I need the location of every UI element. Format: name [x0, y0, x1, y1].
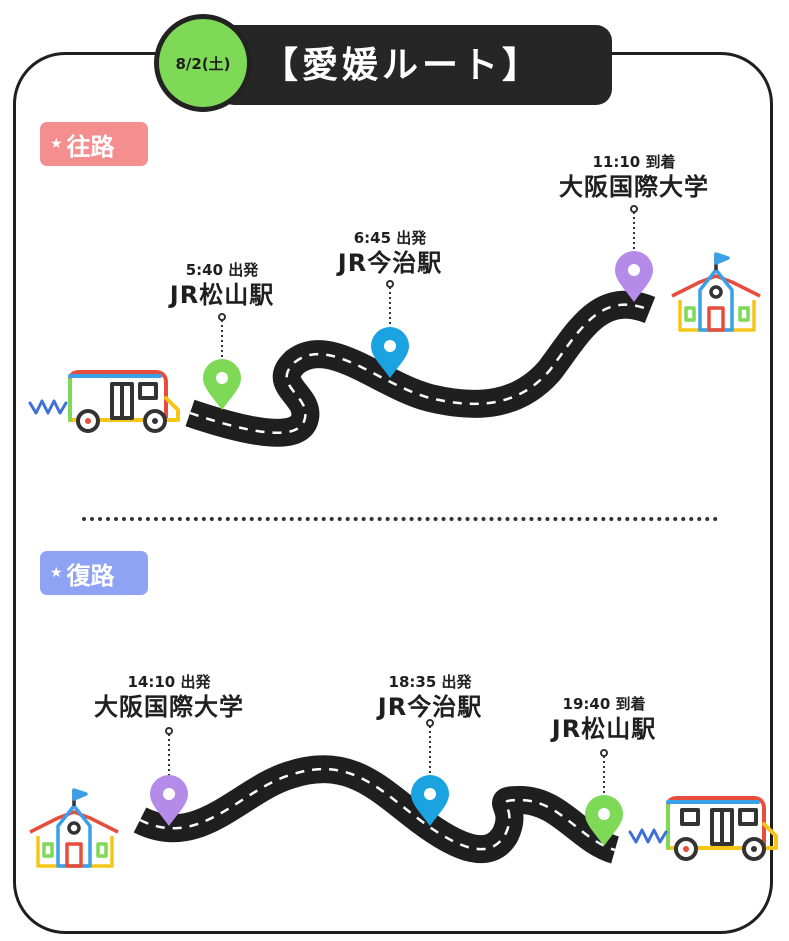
- return-road: [133, 755, 620, 864]
- leader-dots: [165, 205, 638, 757]
- outbound-road: [185, 290, 656, 447]
- return-stop-1: 14:10 出発 大阪国際大学: [94, 672, 244, 722]
- stop-time: 19:40 到着: [562, 695, 646, 713]
- leader-lines: [168, 212, 635, 798]
- outbound-tag-label: 往路: [66, 132, 115, 161]
- stop-place: 大阪国際大学: [94, 693, 244, 721]
- bus-icon: [28, 370, 180, 433]
- school-icon: [29, 788, 119, 868]
- return-stop-2: 18:35 出発 JR今治駅: [378, 672, 482, 722]
- stop-place: JR松山駅: [169, 281, 275, 309]
- outbound-stop-1: 5:40 出発 JR松山駅: [170, 260, 274, 310]
- stop-place: JR今治駅: [337, 249, 443, 277]
- bus-icon: [628, 796, 778, 861]
- stop-place: JR今治駅: [377, 693, 483, 721]
- outbound-tag: ★ 往路: [40, 122, 148, 166]
- stop-place: 大阪国際大学: [559, 173, 709, 201]
- map-pin-icon: [411, 775, 449, 826]
- star-icon: ★: [50, 565, 63, 581]
- school-icon: [671, 252, 761, 332]
- stop-time: 6:45 出発: [353, 229, 427, 247]
- map-pin-icon: [615, 251, 653, 302]
- star-icon: ★: [50, 136, 63, 152]
- section-divider: [82, 517, 718, 521]
- title-bar: [218, 25, 612, 105]
- stop-time: 11:10 到着: [592, 153, 676, 171]
- map-pin-icon: [150, 775, 188, 826]
- page-title: 【愛媛ルート】: [262, 45, 543, 86]
- return-tag: ★ 復路: [40, 551, 148, 595]
- stop-time: 5:40 出発: [185, 261, 259, 279]
- stop-time: 14:10 出発: [127, 673, 211, 691]
- map-pin-icon: [585, 795, 623, 846]
- return-tag-label: 復路: [66, 561, 115, 590]
- outbound-stop-2: 6:45 出発 JR今治駅: [338, 228, 442, 278]
- outbound-stop-3: 11:10 到着 大阪国際大学: [559, 152, 709, 202]
- stop-time: 18:35 出発: [388, 673, 472, 691]
- date-badge: 8/2(土): [154, 14, 252, 112]
- return-stop-3: 19:40 到着 JR松山駅: [552, 694, 656, 744]
- map-pin-icon: [371, 327, 409, 378]
- map-pin-icon: [203, 359, 241, 410]
- stop-place: JR松山駅: [551, 715, 657, 743]
- date-text: 8/2(土): [175, 54, 231, 73]
